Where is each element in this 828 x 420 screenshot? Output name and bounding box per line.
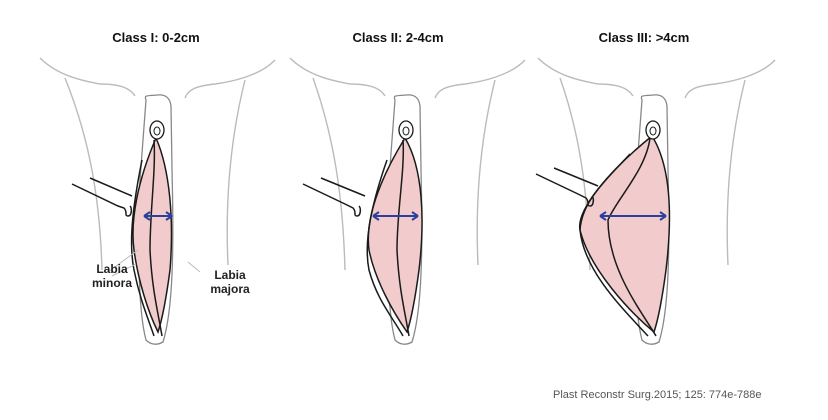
retractor-upper-icon xyxy=(302,183,362,217)
class-1-illustration xyxy=(30,50,290,350)
labia-minora-tissue xyxy=(579,134,671,334)
retractor-upper-icon xyxy=(71,183,133,217)
minora-leader-lines xyxy=(107,249,139,277)
class-1-diagram xyxy=(39,57,276,345)
class-1-title: Class I: 0-2cm xyxy=(112,30,200,45)
width-arrowheads xyxy=(599,211,667,221)
labia-minora-tissue xyxy=(132,136,173,334)
labia-minora-label: Labia minora xyxy=(82,262,142,290)
labia-minora-tissue xyxy=(367,136,423,334)
retractor-lower-icon xyxy=(320,177,366,197)
labia-minora-label-line1: Labia xyxy=(96,262,128,276)
clitoris-icon xyxy=(402,126,410,136)
class-3-title: Class III: >4cm xyxy=(598,30,690,45)
outer-fold-line xyxy=(366,159,404,337)
class-3-illustration xyxy=(520,50,780,350)
outer-fold-line xyxy=(579,153,649,337)
majora-leader-line xyxy=(187,261,201,273)
width-arrowheads xyxy=(143,211,173,221)
labia-minora-label-line2: minora xyxy=(91,276,132,290)
clitoris-icon xyxy=(649,126,657,136)
inner-fold-line xyxy=(396,139,410,337)
retractor-lower-icon xyxy=(89,177,133,197)
retractor-upper-icon xyxy=(535,173,595,207)
class-3-diagram xyxy=(535,57,776,345)
clitoris-icon xyxy=(153,126,161,136)
width-arrowheads xyxy=(372,211,419,221)
outer-fold-line xyxy=(130,159,155,337)
inner-fold-line xyxy=(149,139,163,337)
class-2-diagram xyxy=(289,57,526,345)
labia-majora-label: Labia majora xyxy=(200,268,260,296)
inner-fold-line xyxy=(607,137,657,337)
class-2-title: Class II: 2-4cm xyxy=(352,30,444,45)
labia-majora-label-line1: Labia xyxy=(214,268,246,282)
retractor-lower-icon xyxy=(553,167,599,187)
class-2-illustration xyxy=(275,50,535,350)
body-outline xyxy=(39,57,276,271)
body-outline xyxy=(289,57,526,271)
citation-text: Plast Reconstr Surg.2015; 125: 774e-788e xyxy=(553,389,762,401)
labia-majora-label-line2: majora xyxy=(210,282,250,296)
